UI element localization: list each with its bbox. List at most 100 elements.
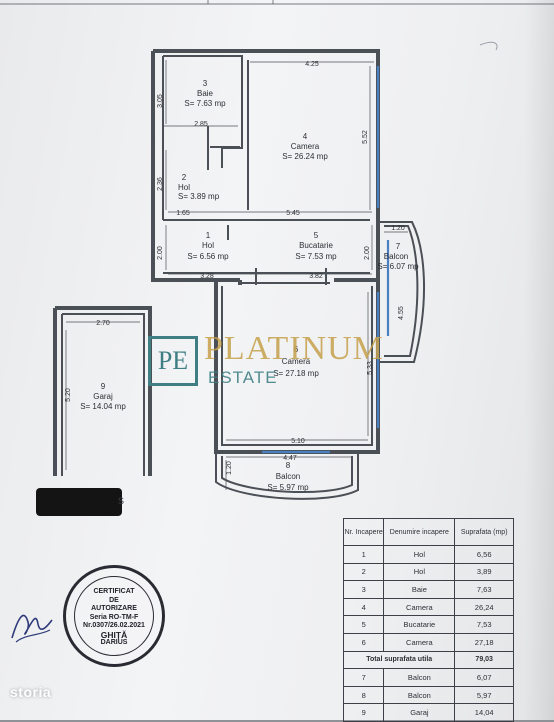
table-header-cell: Suprafata (mp) [454,518,514,546]
room-number: 1 [206,231,211,240]
room-name: Camera [282,357,311,366]
table-cell: 3 [342,580,385,599]
table-header-row: Nr. Incapere Denumire incapere Suprafata… [342,518,514,546]
dimension-label: 2.70 [96,320,110,327]
room-name: Balcon [276,472,300,481]
room-name: Camera [291,142,320,151]
room-name: Baie [197,89,214,98]
outer-wall [151,51,240,282]
table-row: 8 Balcon 5,97 [342,685,514,705]
dimension-label: 1.65 [176,210,190,217]
room-area-table: Nr. Incapere Denumire incapere Suprafata… [342,518,514,722]
table-row: 6 Camera 27,18 [342,632,514,652]
table-cell: 6,07 [454,668,514,687]
room-area: S= 27.18 mp [273,369,319,378]
table-cell: Hol [383,545,456,564]
bath-wall [163,55,243,168]
table-cell: 4 [342,597,385,617]
room-number: 4 [303,132,308,141]
dimension-label: 2.36 [157,177,164,191]
table-cell: 6,56 [454,545,514,564]
signature-stroke [11,614,53,639]
room-area: S= 5.97 mp [267,483,309,492]
table-cell: 6 [342,632,385,652]
room-name: Hol [202,241,214,250]
platinum-estate-watermark: PE PLATINUM ESTATE [148,330,418,390]
room-number: 7 [396,242,401,251]
room-area: S= 3.89 mp [178,192,220,201]
table-row: 1 Hol 6,56 [342,545,514,564]
stamp-line: DARIUS [100,639,128,646]
dimension-label: 5.52 [362,130,369,144]
stamp-line: CERTIFICAT [93,588,135,595]
room-name: Hol [178,183,190,192]
dimension-label: 1.20 [226,461,233,475]
room-name: Balcon [384,252,408,261]
room-area: S= 7.53 mp [295,252,337,261]
paper-shadow [524,0,554,720]
table-row: 4 Camera 26,24 [342,597,514,617]
balcony-wall [215,452,359,500]
handwritten-signature [11,614,53,643]
table-cell: Camera [383,632,456,652]
garage-wall [55,306,152,476]
stamp-text: CERTIFICAT DE AUTORIZARE Seria RO-TM-F N… [66,588,162,648]
table-total-value: 79,03 [454,650,514,670]
room-number: 9 [101,382,106,391]
table-cell: 5 [342,615,385,634]
dimension-label: 5.10 [291,438,305,445]
inner-wall [221,286,373,446]
table-row: 9 Garaj 14,04 [342,703,514,722]
dimension-label: 2.00 [157,246,164,260]
table-total-row: Total suprafata utila 79,03 [342,650,514,670]
stamp-inner-ring [74,576,154,656]
table-cell: Baie [383,580,456,599]
balcony-wall [378,221,426,363]
stamp-line: Seria RO-TM-F [89,613,139,621]
dimension-label: 5.20 [65,388,72,402]
dimension-label: 3.82 [309,273,323,280]
table-cell: 7,63 [454,580,514,599]
watermark-subtitle: ESTATE [208,368,278,387]
table-cell: 27,18 [454,632,514,652]
table-cell: 8 [342,685,385,705]
stamp-line: GHIȚĂ [100,629,128,640]
stamp-line: AUTORIZARE [91,605,137,612]
table-cell: Garaj [383,703,456,722]
room-area: S= 26.24 mp [282,152,328,161]
dimension-label: 4.47 [283,455,297,462]
room-area: S= 6.07 mp [377,262,419,271]
table-cell: Camera [383,597,456,617]
table-row: 5 Bucatarie 7,53 [342,615,514,634]
room-area: S= 7.63 mp [184,99,226,108]
signature-stroke [15,629,51,643]
table-cell: Balcon [383,685,456,705]
room-number: 8 [286,461,291,470]
watermark-brand: PLATINUM [204,330,384,367]
room-number: 6 [294,345,299,354]
room-area: S= 6.56 mp [187,252,229,261]
table-total-label: Total suprafata utila [342,650,456,670]
dimension-label: 2.00 [364,246,371,260]
table-row: 7 Balcon 6,07 [342,668,514,687]
table-cell: 3,89 [454,562,514,582]
table-cell: Balcon [383,668,456,687]
authorization-stamp: CERTIFICAT DE AUTORIZARE Seria RO-TM-F N… [63,565,165,667]
table-cell: 14,04 [454,703,514,722]
room-name: Garaj [93,392,113,401]
pen-mark [479,41,498,51]
room-number: 3 [203,79,208,88]
dimension-label: 2.85 [194,121,208,128]
platinum-estate-logo-icon: PE [148,336,198,386]
dimension-label: 3.05 [157,94,164,108]
table-cell: Bucatarie [383,615,456,634]
balcony-wall [384,225,419,357]
storia-brand-logo: storia [10,684,52,700]
stamp-line: DE [109,596,119,604]
table-cell: 26,24 [454,597,514,617]
table-row: 3 Baie 7,63 [342,580,514,599]
outer-wall [153,49,380,282]
room-number: 5 [314,231,319,240]
stamp-line: Nr.0307/26.02.2021 [83,622,145,629]
